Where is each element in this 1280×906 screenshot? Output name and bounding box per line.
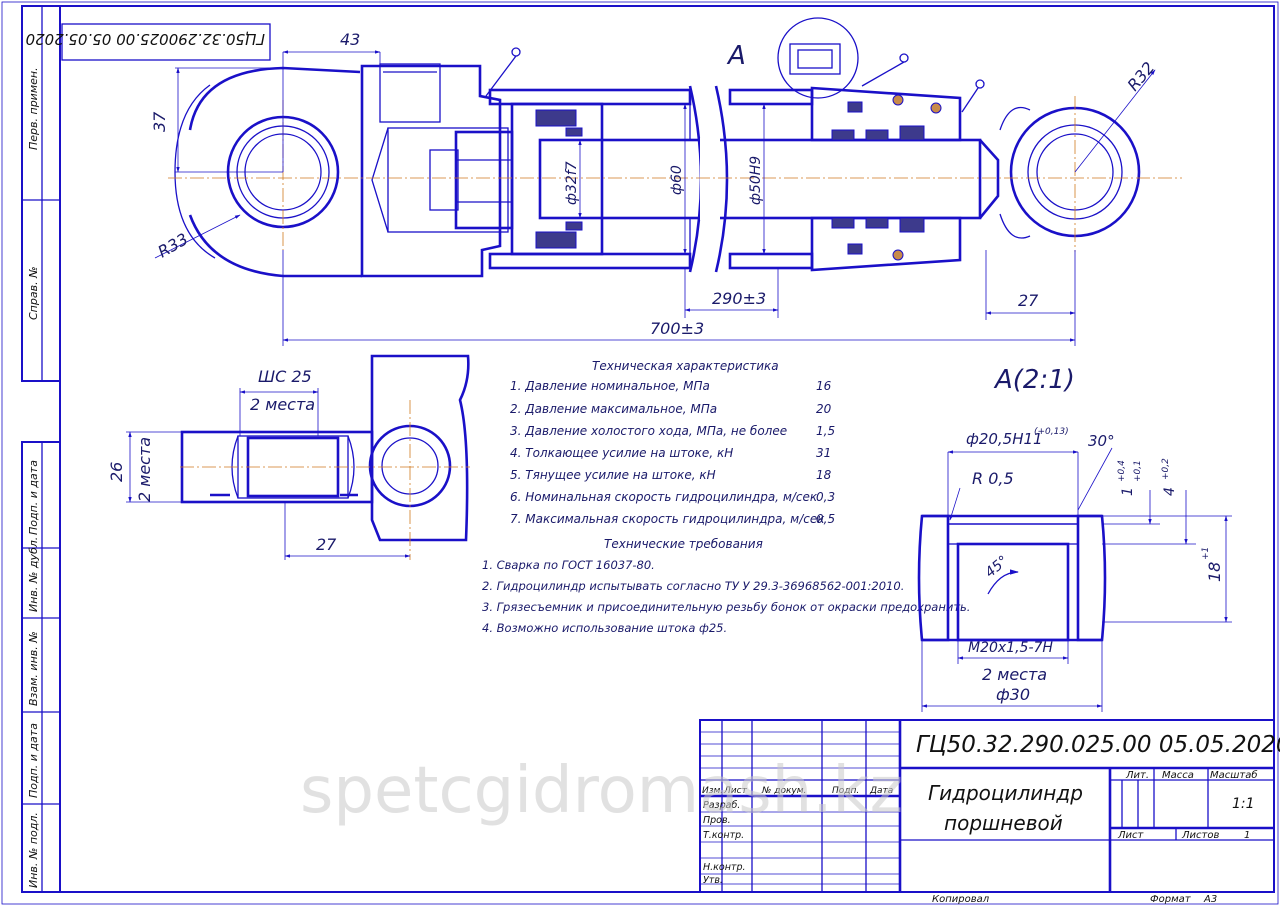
dim-phi50: ф50H9 [748,156,764,205]
title-format-value: A3 [1203,894,1217,905]
dim-r33: R33 [155,229,192,261]
detail-tol02: +0,2 [1161,458,1171,480]
side-field-ref: Справ. № [27,266,40,320]
tech-req-item: 4. Возможно использование штока ф25. [482,621,727,635]
tech-req-item: 1. Сварка по ГОСТ 16037-80. [482,558,655,572]
detail-tol1: +1 [1201,547,1211,560]
detail-tol01: +0,1 [1133,460,1143,482]
dim-37: 37 [150,111,169,132]
title-col-list: Лист [723,786,748,796]
main-dimensions [154,50,1156,346]
title-block [699,719,1275,893]
title-h-scale: Масштаб [1210,769,1258,781]
dim-43: 43 [340,30,360,49]
tech-char-title: Техническая характеристика [592,359,779,373]
tech-char-row-label: 1. Давление номинальное, МПа [510,379,710,393]
tech-req-title: Технические требования [604,537,763,551]
tech-char-row-value: 16 [816,379,832,393]
dim-27-low: 27 [316,535,337,554]
title-col-izm: Изм. [702,786,723,796]
eye-view [126,354,470,560]
title-col-sign: Подп. [832,786,859,796]
dim-places-eye: 2 места [250,395,315,414]
detail-d4: 4 [1162,487,1178,496]
title-sheet-label: Лист [1117,830,1145,841]
title-name-2: поршневой [944,811,1063,835]
detail-places: 2 места [982,665,1047,684]
side-field-repl-inv: Взам. инв. № [27,631,40,706]
title-name-1: Гидроцилиндр [928,781,1083,805]
tech-char-row-value: 18 [816,468,832,482]
tech-char-row-label: 3. Давление холостого хода, МПа, не боле… [510,424,787,438]
title-format-label: Формат [1150,894,1192,905]
side-field-sign-date-2: Подп. и дата [27,723,40,798]
tech-char-row-label: 2. Давление максимальное, МПа [510,402,717,416]
section-a-label: A [726,41,746,71]
tech-char-row-label: 7. Максимальная скорость гидроцилиндра, … [510,512,825,526]
title-h-lit: Лит. [1125,770,1149,781]
tech-req-item: 2. Гидроцилиндр испытывать согласно ТУ У… [482,579,904,593]
view-a-label: A(2:1) [993,365,1075,395]
dim-length: 700±3 [650,319,704,338]
dim-r32: R32 [1124,58,1159,94]
watermark: spetcgidromash.kz [300,754,903,828]
tech-char-row-value: 20 [816,402,832,416]
detail-a-view [917,447,1232,712]
dim-phi32: ф32f7 [564,161,580,205]
side-field-first-use: Перв. примен. [27,67,40,150]
stamp-text: ГЦ50.32.290025.00 05.05.2020 [26,30,265,48]
tech-char-row-value: 0,5 [816,512,835,526]
tech-char-row-value: 31 [816,446,831,460]
detail-r05: R 0,5 [972,469,1014,488]
title-h-mass: Масса [1162,770,1194,781]
stamp-box [61,23,271,61]
title-copied: Копировал [932,894,990,905]
title-role-ncontrol: Н.контр. [703,862,746,873]
title-role-approved: Утв. [703,875,723,886]
dim-sc25: ШС 25 [258,367,312,386]
detail-tol013: (+0,13) [1034,427,1069,437]
side-strip [21,5,61,893]
tech-char-row-label: 6. Номинальная скорость гидроцилиндра, м… [510,490,818,504]
cylinder-assembly [174,17,1141,278]
title-col-date: Дата [869,786,893,796]
title-scale: 1:1 [1232,796,1255,812]
tech-char-list: 1. Давление номинальное, МПа 16 2. Давле… [510,379,835,526]
tech-char-row-label: 4. Толкающее усилие на штоке, кН [510,446,733,460]
tech-req-item: 3. Грязесъемник и присоединительную резь… [482,600,970,614]
title-designation: ГЦ50.32.290.025.00 05.05.2020 [916,732,1280,758]
detail-ang30: 30° [1088,432,1115,450]
tech-char-row-value: 1,5 [816,424,835,438]
detail-d18: 18 [1205,562,1224,582]
title-role-checker: Пров. [703,815,731,826]
title-role-tcontrol: Т.контр. [703,830,744,841]
detail-d1: 1 [1120,487,1136,496]
detail-phi205: ф20,5H11 [966,430,1043,448]
title-sheets-label: Листов [1181,830,1219,841]
title-sheets-value: 1 [1244,830,1250,841]
detail-tol04: +0,4 [1117,460,1127,482]
detail-thread: M20x1,5-7H [968,640,1053,656]
detail-ang45: 45° [982,553,1011,581]
dim-places-eye-2: 2 места [135,437,154,502]
title-role-developer: Разраб. [703,800,740,811]
dim-26: 26 [107,462,126,482]
side-field-orig-inv: Инв. № подл. [27,812,40,888]
side-field-sign-date-1: Подп. и дата [27,460,40,535]
dim-stroke: 290±3 [712,289,766,308]
dim-phi60: ф60 [669,165,685,195]
title-col-doc: № докум. [761,786,806,796]
dim-27-right: 27 [1018,291,1039,310]
tech-char-row-value: 0,3 [816,490,835,504]
detail-phi30: ф30 [996,685,1030,704]
side-field-dup-inv: Инв. № дубл. [27,537,40,612]
tech-req-list: 1. Сварка по ГОСТ 16037-80. 2. Гидроцили… [482,558,970,635]
tech-char-row-label: 5. Тянущее усилие на штоке, кН [510,468,716,482]
